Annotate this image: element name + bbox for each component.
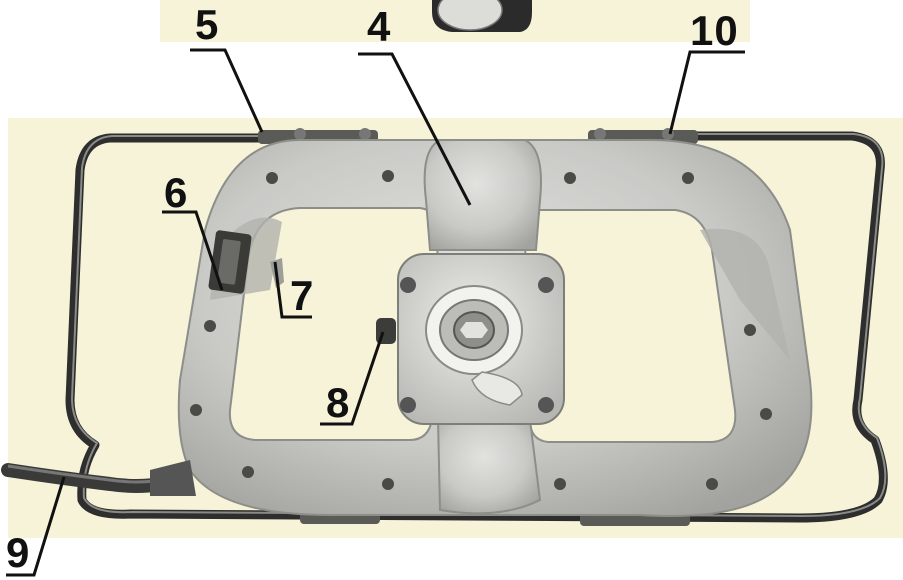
callout-7: 7 (290, 272, 315, 319)
callout-9: 9 (6, 529, 31, 576)
callout-4: 4 (367, 3, 392, 50)
grip-insert-right (700, 228, 790, 360)
callout-6: 6 (164, 169, 189, 216)
callout-10: 10 (690, 7, 739, 54)
leader-lines (6, 48, 745, 577)
top-partial-part (432, 0, 532, 32)
lower-column (436, 419, 542, 515)
callout-5: 5 (195, 1, 220, 48)
cable-strain-relief (150, 460, 196, 496)
central-column (423, 139, 542, 251)
protective-frame (65, 131, 888, 523)
callout-8: 8 (326, 379, 351, 426)
spindle-outlet (425, 285, 523, 406)
housing-screws (190, 170, 772, 490)
